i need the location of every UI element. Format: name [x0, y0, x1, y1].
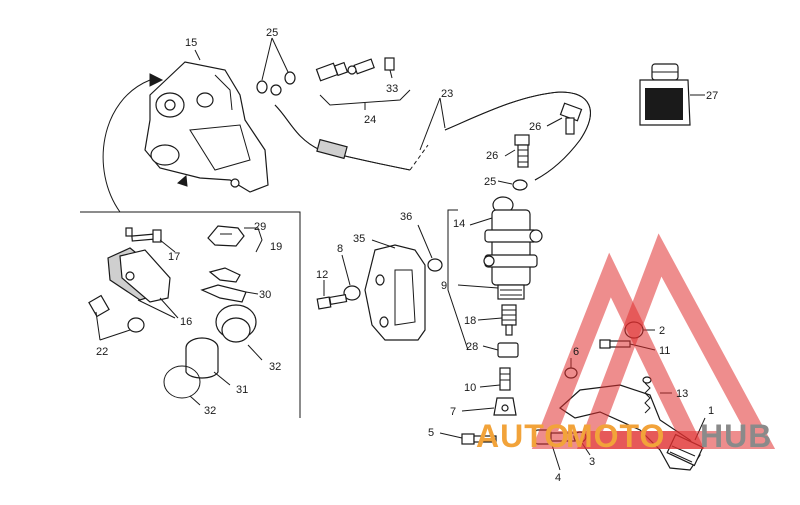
- callout-19: 19: [270, 241, 282, 253]
- banjo-bolt-24: [315, 58, 375, 82]
- clevis-7: [493, 397, 517, 416]
- callout-16: 16: [180, 316, 192, 328]
- callout-24: 24: [364, 114, 376, 126]
- callout-11: 11: [659, 345, 670, 357]
- bolt-5: [461, 433, 497, 445]
- callout-32-left: 32: [204, 405, 216, 417]
- bolt-12: [316, 293, 348, 310]
- pin-17: [125, 227, 162, 243]
- callout-17: 17: [168, 251, 180, 263]
- washer-25-right: [512, 179, 528, 191]
- piston-31: [185, 337, 219, 379]
- pad-spring-30: [200, 267, 247, 303]
- boot-28: [497, 342, 519, 358]
- pushrod-10: [499, 367, 511, 391]
- piston-32: [215, 304, 257, 343]
- callout-6: 6: [573, 346, 579, 358]
- callout-4: 4: [555, 472, 561, 484]
- caliper-bleed-arrow: [177, 174, 188, 187]
- callout-32-right: 32: [269, 361, 281, 373]
- o-ring-32: [163, 365, 201, 399]
- brake-fluid-bottle: [639, 63, 691, 126]
- watermark-text-auto: AUTO: [476, 418, 570, 454]
- caliper-brake-hose: [274, 104, 411, 171]
- callout-33: 33: [386, 83, 398, 95]
- watermark-text-moto: MOTO: [566, 418, 665, 454]
- callout-25-top: 25: [266, 27, 278, 39]
- washer-8: [343, 285, 361, 301]
- bracket-24: [319, 89, 411, 106]
- pin-22: [88, 294, 110, 318]
- watermark-text-hub: HUB: [700, 418, 772, 454]
- banjo-washers-top: [256, 71, 296, 96]
- rear-brake-caliper: [144, 61, 269, 193]
- callout-15: 15: [185, 37, 197, 49]
- callout-5: 5: [428, 427, 434, 439]
- banjo-bolt-26-lower: [514, 134, 530, 168]
- callout-23: 23: [441, 88, 453, 100]
- caliper-arrow: [102, 79, 151, 213]
- callout-12: 12: [316, 269, 328, 281]
- callout-1: 1: [708, 405, 714, 417]
- group-bracket-9: [447, 209, 469, 351]
- callout-7: 7: [450, 406, 456, 418]
- spring-13: [642, 376, 652, 414]
- callout-9: 9: [441, 280, 447, 292]
- cap-22: [127, 317, 145, 333]
- callout-13: 13: [676, 388, 688, 400]
- callout-3: 3: [589, 456, 595, 468]
- callout-36: 36: [400, 211, 412, 223]
- caliper-arrowhead: [149, 73, 164, 87]
- callout-8: 8: [337, 243, 343, 255]
- callout-31: 31: [236, 384, 248, 396]
- callout-22: 22: [96, 346, 108, 358]
- callout-18: 18: [464, 315, 476, 327]
- callout-30: 30: [259, 289, 271, 301]
- brake-pads-16: [107, 247, 171, 303]
- callout-2: 2: [659, 325, 665, 337]
- rear-master-cylinder: [483, 196, 543, 300]
- callout-27: 27: [706, 90, 718, 102]
- banjo-bolt-26-upper: [559, 102, 583, 135]
- callout-26-upper: 26: [529, 121, 541, 133]
- seal-18: [501, 304, 517, 336]
- watermark-logo: AUTO MOTO HUB: [476, 233, 776, 454]
- callout-29: 29: [254, 221, 266, 233]
- spring-clip-29: [207, 225, 245, 247]
- hose-break-line: [409, 144, 429, 171]
- callout-10: 10: [464, 382, 476, 394]
- callout-26-lower: 26: [486, 150, 498, 162]
- master-cylinder-brake-hose: [444, 91, 591, 181]
- callout-14: 14: [453, 218, 465, 230]
- inset-frame: [80, 211, 301, 418]
- bleed-cap-33: [384, 57, 395, 71]
- callout-28: 28: [466, 341, 478, 353]
- heat-shield-35: [364, 244, 426, 341]
- washer-36: [427, 258, 443, 272]
- callout-labels: 15 25 33 24 23 27 26 26 25 14 36 35 8 12…: [96, 27, 718, 484]
- callout-35: 35: [353, 233, 365, 245]
- callout-25-right: 25: [484, 176, 496, 188]
